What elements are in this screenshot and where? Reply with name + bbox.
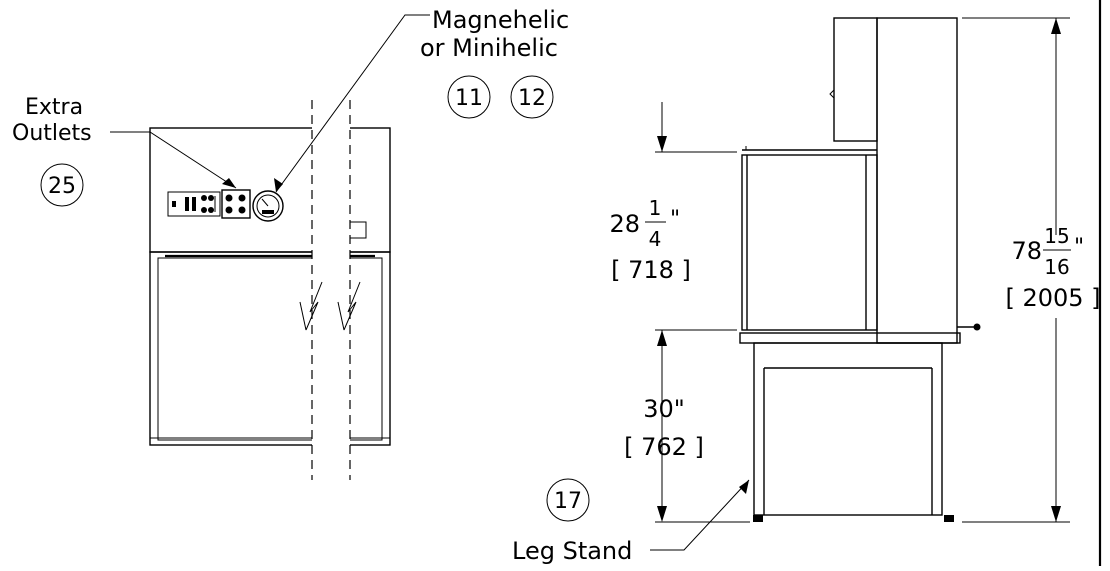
ref-12: 12 — [518, 86, 546, 111]
overall-height-den: 16 — [1044, 255, 1069, 279]
overall-height-unit: " — [1074, 235, 1084, 260]
work-area-height-metric: [ 718 ] — [611, 256, 691, 284]
work-area-height-unit: " — [670, 207, 680, 232]
outlet-strip-icon — [167, 191, 221, 217]
work-area-height-whole: 28 — [609, 210, 640, 238]
dimension-stand-height: 30" [ 762 ] — [624, 395, 750, 523]
dimension-overall-height: 78 15 16 " [ 2005 ] — [962, 17, 1101, 523]
overall-height-metric: [ 2005 ] — [1005, 284, 1100, 312]
extra-outlets-callout: Extra Outlets 25 — [12, 95, 237, 207]
magnehelic-callout: Magnehelic or Minihelic 11 12 — [274, 6, 569, 193]
leg-stand-callout: 17 Leg Stand — [512, 478, 750, 565]
overall-height-num: 15 — [1044, 224, 1069, 248]
stand-height-metric: [ 762 ] — [624, 433, 704, 461]
extra-outlets-label-line2: Outlets — [12, 121, 92, 146]
leg-stand-label: Leg Stand — [512, 537, 632, 565]
overall-height-whole: 78 — [1011, 237, 1042, 265]
extra-outlets-icon — [221, 189, 251, 219]
work-area-height-den: 4 — [649, 227, 662, 251]
magnehelic-label-line2: or Minihelic — [420, 34, 558, 62]
extra-outlets-label-line1: Extra — [25, 95, 83, 120]
ref-25: 25 — [48, 174, 76, 199]
dimension-work-area-height: 28 1 4 " [ 718 ] — [609, 102, 737, 515]
front-view — [149, 100, 391, 480]
stand-height-imperial: 30" — [643, 395, 685, 423]
side-view — [739, 17, 981, 522]
gauge-icon — [252, 190, 284, 222]
ref-17: 17 — [554, 489, 582, 514]
work-area-height-num: 1 — [649, 196, 662, 220]
ref-11: 11 — [455, 86, 483, 111]
magnehelic-label-line1: Magnehelic — [432, 6, 569, 34]
